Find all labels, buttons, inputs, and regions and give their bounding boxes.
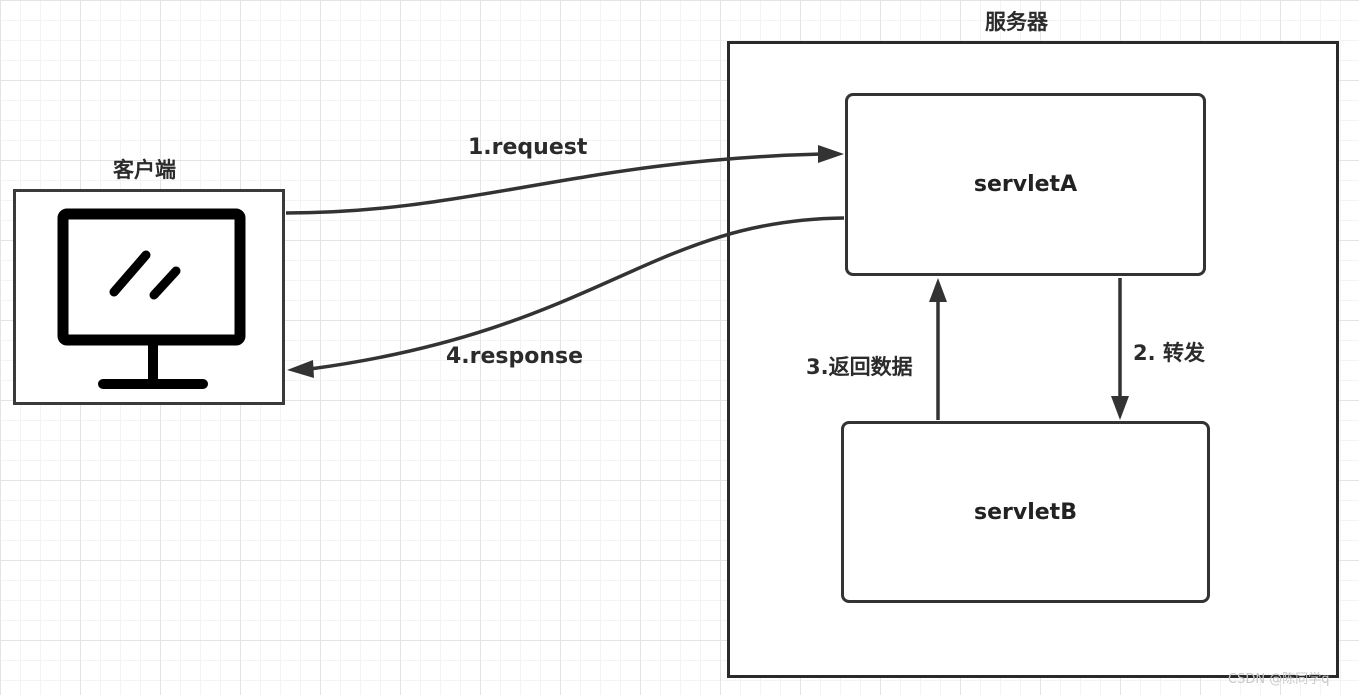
forward-label: 2. 转发 <box>1133 341 1205 365</box>
server-title: 服务器 <box>985 10 1048 34</box>
servlet-a-label: servletA <box>973 172 1078 197</box>
response-label: 4.response <box>446 344 584 369</box>
return-data-label: 3.返回数据 <box>806 355 913 379</box>
client-title: 客户端 <box>113 158 176 182</box>
servlet-b-node: servletB <box>841 421 1210 603</box>
servlet-a-node: servletA <box>845 93 1206 276</box>
servlet-b-label: servletB <box>974 499 1077 525</box>
client-box <box>13 189 285 405</box>
request-label: 1.request <box>468 135 588 160</box>
response-arrowhead <box>287 360 314 378</box>
watermark: CSDN @陈同学q <box>1228 672 1330 687</box>
computer-monitor-icon <box>57 208 246 389</box>
